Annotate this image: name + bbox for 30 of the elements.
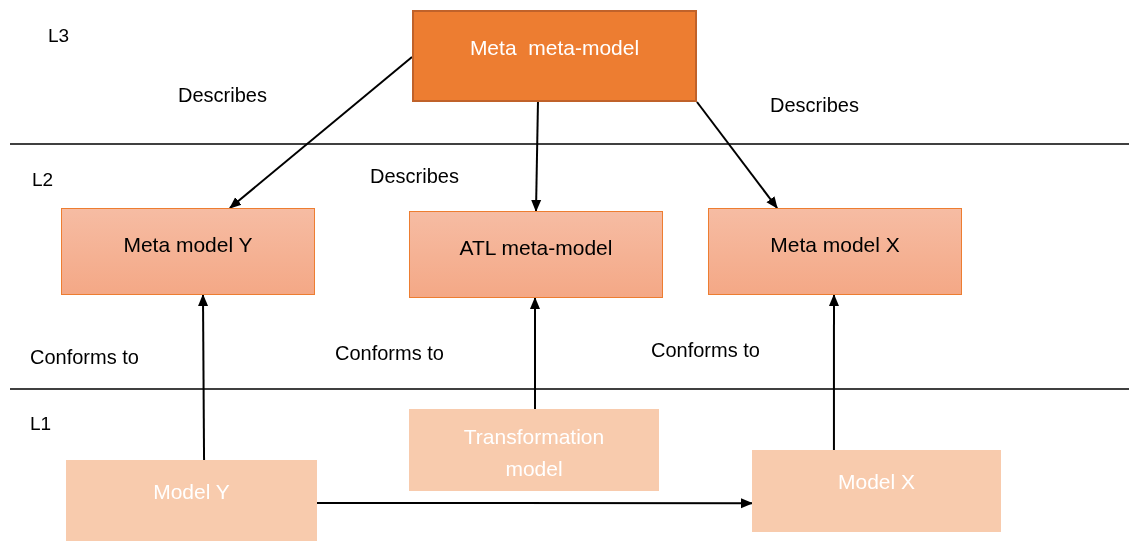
edge-label: Describes xyxy=(770,93,859,118)
edge-label: Conforms to xyxy=(651,338,760,363)
process-box xyxy=(752,450,1001,532)
edge-label: Describes xyxy=(370,164,459,189)
box-label: Meta model Y xyxy=(122,232,254,258)
edge-label: Describes xyxy=(178,83,267,108)
edge-label: Conforms to xyxy=(30,345,139,370)
process-box xyxy=(66,460,317,541)
box-label: Transformation model xyxy=(462,424,606,482)
box-label: Meta model X xyxy=(769,232,901,258)
process-box xyxy=(708,208,962,295)
process-box xyxy=(409,211,663,298)
level-label: L2 xyxy=(32,168,54,192)
process-box xyxy=(61,208,315,295)
box-label: ATL meta-model xyxy=(458,235,614,261)
arrow xyxy=(531,101,542,212)
arrow xyxy=(530,297,540,410)
box-label: Model X xyxy=(836,469,916,495)
box-label: Model Y xyxy=(152,479,231,505)
process-box xyxy=(409,409,659,491)
level-label: L1 xyxy=(30,412,52,436)
arrow xyxy=(829,294,839,451)
arrow xyxy=(228,55,413,209)
arrow xyxy=(696,101,779,209)
arrow xyxy=(316,498,753,509)
process-box xyxy=(412,10,697,102)
arrow xyxy=(198,294,209,461)
box-label: Meta meta-model xyxy=(468,35,641,61)
level-label: L3 xyxy=(48,24,70,48)
edge-label: Conforms to xyxy=(335,341,444,366)
